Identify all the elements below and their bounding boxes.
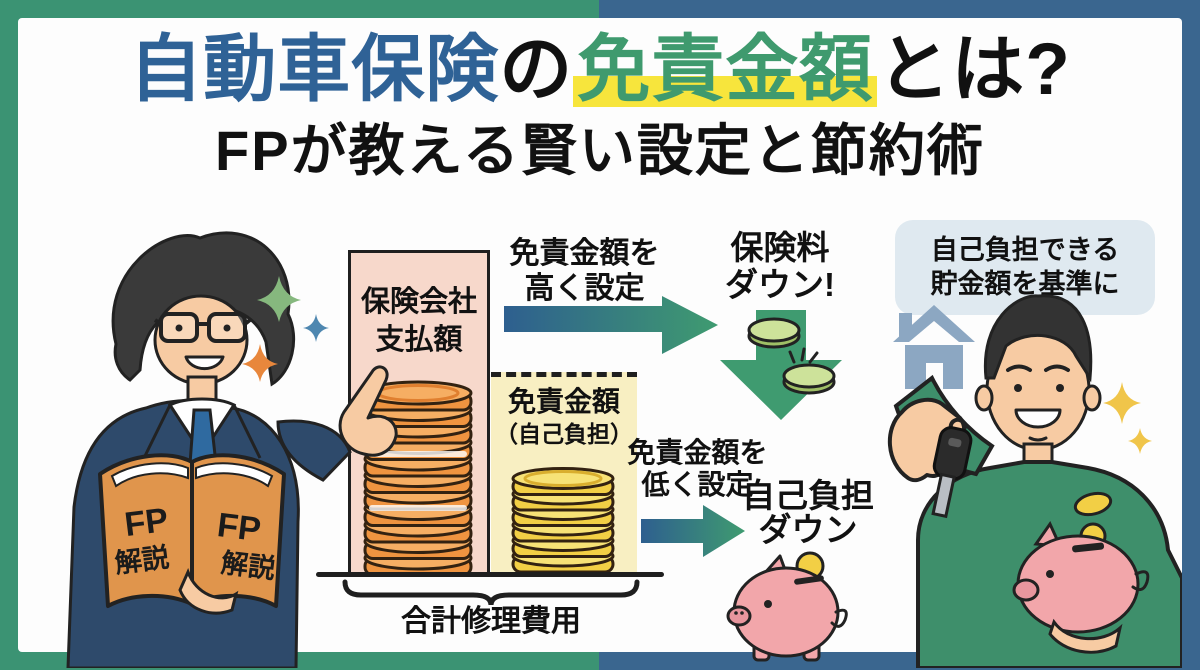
title-particle-text: の xyxy=(499,29,574,110)
set-low-label-line1: 免責金額を xyxy=(627,437,768,468)
deductible-label-line2: （自己負担） xyxy=(495,421,633,447)
orange-coin-stack-icon xyxy=(363,380,473,577)
insurer-payment-label-line2: 支払額 xyxy=(375,324,463,356)
advisor-pointing-hand xyxy=(338,365,398,457)
car-key-icon xyxy=(931,417,973,519)
savings-bubble-line2: 貯金額を基準に xyxy=(930,269,1120,299)
set-high-label-line1: 免責金額を xyxy=(509,237,660,270)
set-high-label: 免責金額を 高く設定 xyxy=(492,236,677,306)
customer-hair xyxy=(983,294,1093,383)
premium-down-label: 保険料 ダウン! xyxy=(705,229,855,303)
self-pay-down-label-line1: 自己負担 xyxy=(742,477,874,514)
glasses-icon xyxy=(153,312,252,343)
set-low-label: 免責金額を 低く設定 xyxy=(610,437,785,501)
premium-down-arrow-icon xyxy=(720,310,842,420)
book-label-right-top: FP xyxy=(215,506,263,549)
title-deductible-text: 免責金額 xyxy=(573,29,878,110)
right-arrow-high-icon xyxy=(504,296,718,354)
repair-total-baseline xyxy=(316,572,664,577)
advisor-hair xyxy=(111,231,296,387)
premium-down-label-line1: 保険料 xyxy=(730,229,830,266)
customer-illustration xyxy=(888,294,1182,668)
piggy-bank-small-icon xyxy=(726,551,848,662)
page-subtitle: FPが教える賢い設定と節約術 xyxy=(215,119,985,182)
advisor-smile xyxy=(184,355,225,371)
page-title: 自動車保険の免責金額とは? xyxy=(0,26,1200,114)
book-label-left-bottom: 解説 xyxy=(112,542,170,578)
fp-advisor-illustration: FP 解説 FP 解説 xyxy=(66,231,398,668)
insurer-payment-label-line1: 保険会社 xyxy=(360,286,477,318)
premium-down-label-line2: ダウン! xyxy=(725,266,835,303)
piggy-bank-large-icon xyxy=(1012,520,1150,654)
sparkle-icon xyxy=(242,344,278,382)
green-coin-icon xyxy=(747,317,801,349)
title-insurance-text: 自動車保険 xyxy=(129,29,500,110)
sparkle-icon xyxy=(257,276,301,322)
green-coin-icon xyxy=(782,363,836,395)
repair-total-brace-icon xyxy=(342,579,640,606)
savings-bubble-line1: 自己負担できる xyxy=(930,235,1120,265)
set-high-label-line2: 高く設定 xyxy=(524,272,645,305)
fp-book: FP 解説 FP 解説 xyxy=(98,453,286,615)
sparkle-icon xyxy=(303,314,329,342)
sparkle-icon xyxy=(1128,428,1152,454)
self-pay-down-label: 自己負担 ダウン xyxy=(733,479,883,547)
self-pay-down-label-line2: ダウン xyxy=(758,511,858,548)
customer-smile xyxy=(1014,408,1062,429)
repair-total-label: 合計修理費用 xyxy=(401,605,581,638)
set-low-label-line2: 低く設定 xyxy=(641,469,754,500)
deductible-label-line1: 免責金額 xyxy=(507,386,620,417)
book-label-right-bottom: 解説 xyxy=(218,548,276,584)
sparkle-icon xyxy=(1103,382,1141,424)
title-question-text: とは? xyxy=(877,29,1071,110)
gold-coin-stack-icon xyxy=(511,467,615,574)
book-label-left-top: FP xyxy=(122,501,170,544)
right-arrow-low-icon xyxy=(641,505,745,557)
